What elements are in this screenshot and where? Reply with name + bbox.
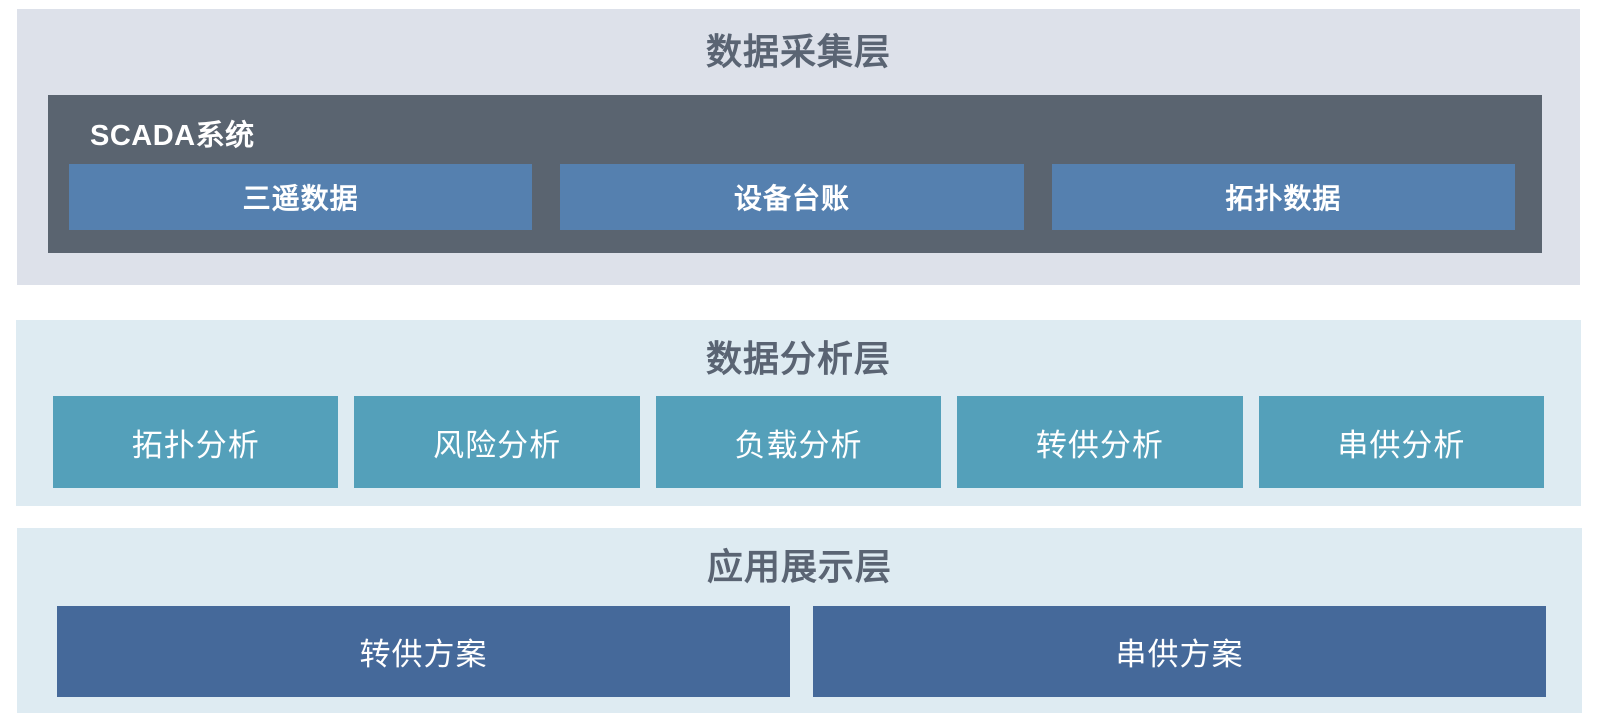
data-box-topology-data: 拓扑数据 [1051, 164, 1515, 230]
data-box-equipment-ledger: 设备台账 [560, 164, 1024, 230]
layer-data-collection: 数据采集层 SCADA系统 三遥数据 设备台账 拓扑数据 [17, 9, 1580, 285]
data-box-telemetry: 三遥数据 [69, 164, 533, 230]
analysis-row: 拓扑分析 风险分析 负载分析 转供分析 串供分析 [53, 396, 1545, 488]
layer-data-collection-title: 数据采集层 [705, 31, 891, 72]
scada-system-label: SCADA系统 [90, 120, 255, 152]
layer-application-display: 应用展示层 转供方案 串供方案 [17, 528, 1582, 713]
analysis-box-load: 负载分析 [655, 396, 942, 488]
analysis-box-transfer-supply: 转供分析 [957, 396, 1243, 488]
analysis-box-series-supply: 串供分析 [1258, 396, 1545, 488]
analysis-box-topology: 拓扑分析 [53, 396, 339, 488]
app-box-series-supply-plan: 串供方案 [813, 606, 1546, 697]
scada-data-row: 三遥数据 设备台账 拓扑数据 [69, 164, 1515, 230]
layer-data-analysis: 数据分析层 拓扑分析 风险分析 负载分析 转供分析 串供分析 [16, 320, 1581, 506]
app-box-transfer-supply-plan: 转供方案 [57, 606, 790, 697]
layer-data-analysis-title: 数据分析层 [705, 338, 891, 379]
analysis-box-risk: 风险分析 [354, 396, 640, 488]
application-row: 转供方案 串供方案 [57, 606, 1546, 697]
scada-system-container: SCADA系统 三遥数据 设备台账 拓扑数据 [48, 95, 1542, 253]
layer-application-display-title: 应用展示层 [706, 546, 892, 587]
